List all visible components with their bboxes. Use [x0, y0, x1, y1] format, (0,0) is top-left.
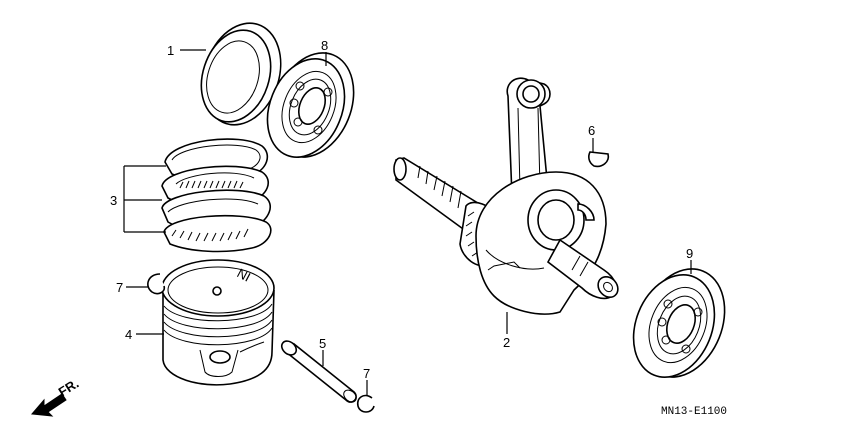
callout-1: 1: [167, 43, 174, 58]
callout-4: 4: [125, 327, 132, 342]
callout-9: 9: [686, 246, 693, 261]
piston-pin-clip-upper-part[interactable]: [147, 273, 166, 295]
callout-3: 3: [110, 193, 117, 208]
callout-5: 5: [319, 336, 326, 351]
radial-bearing-lower-part[interactable]: [619, 256, 740, 390]
callout-8: 8: [321, 38, 328, 53]
front-direction-arrow: [30, 393, 67, 417]
piston-ring-set-part[interactable]: [161, 138, 272, 253]
crankshaft-assembly-part[interactable]: [393, 77, 622, 315]
callout-7-upper: 7: [116, 280, 123, 295]
ring-expander-ticks: [179, 180, 244, 189]
radial-bearing-upper-part[interactable]: [254, 41, 369, 170]
callout-7-lower: 7: [363, 366, 370, 381]
diagram-code: MN13-E1100: [661, 406, 727, 418]
callout-labels: 1 2 3 4 5 6 7 7 8 9: [110, 38, 693, 381]
piston-pin-part[interactable]: [279, 338, 359, 404]
piston-part[interactable]: [161, 259, 275, 386]
piston-mark: NI: [235, 265, 254, 284]
oil-seal-part[interactable]: [190, 13, 293, 135]
leader-lines: [123, 49, 692, 396]
piston-pin-clip-lower-part[interactable]: [356, 394, 375, 413]
callout-2: 2: [503, 335, 510, 350]
callout-6: 6: [588, 123, 595, 138]
woodruff-key-part[interactable]: [588, 151, 610, 168]
